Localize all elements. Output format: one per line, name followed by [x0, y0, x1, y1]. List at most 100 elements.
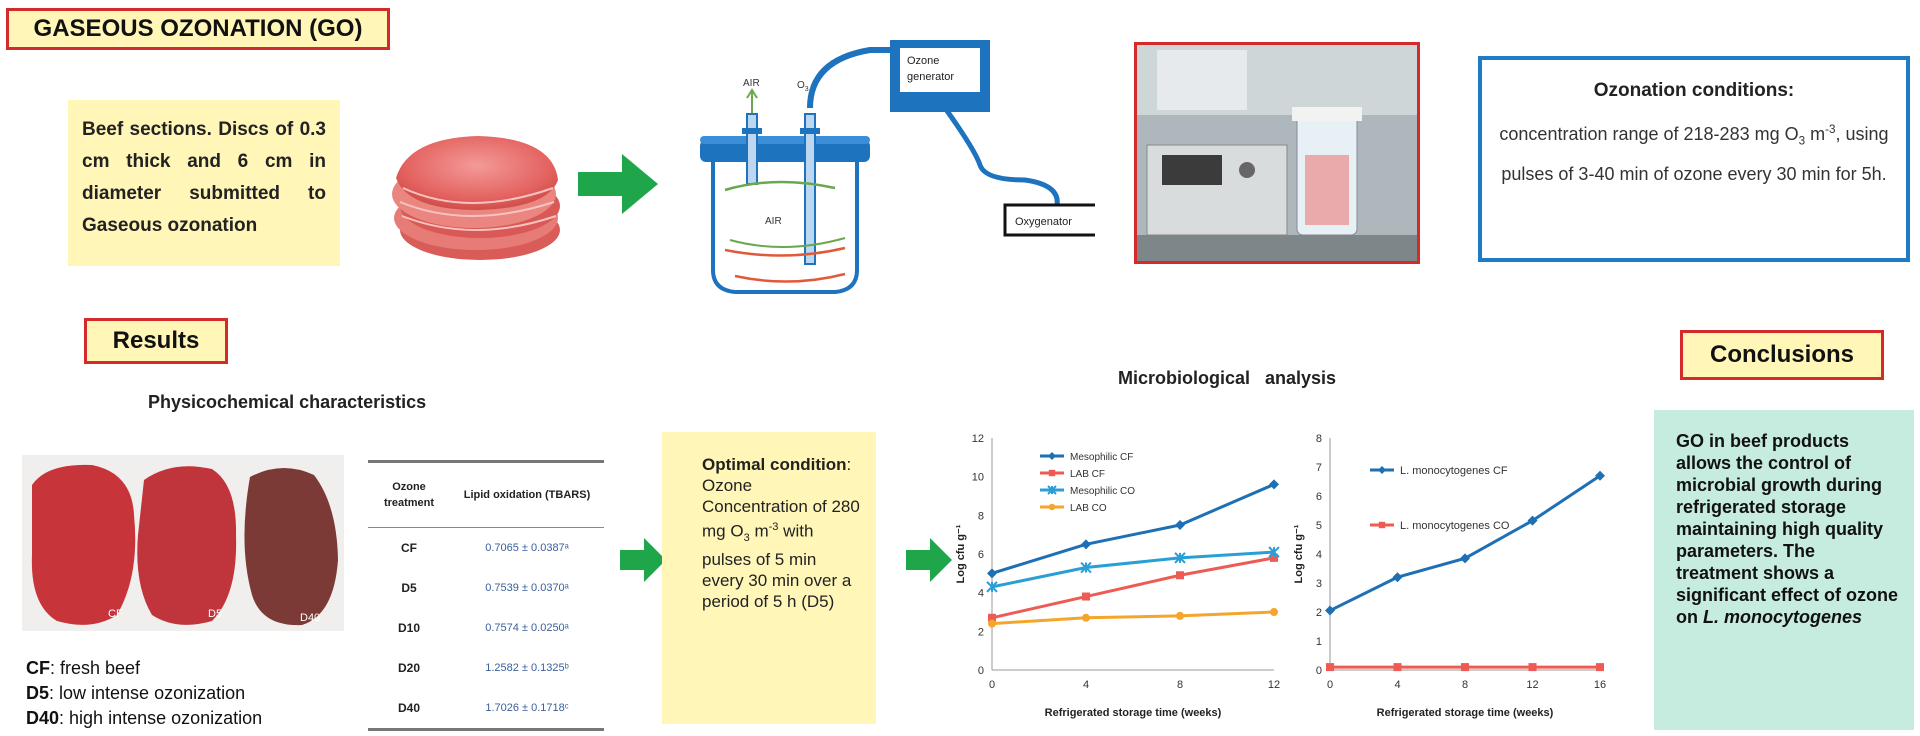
optimal-condition-text: Ozone Concentration of 280 mg O3 m-3 wit…	[702, 476, 860, 612]
data-point	[1048, 452, 1056, 460]
x-tick-label: 8	[1462, 679, 1468, 691]
sample-label-d40: D40	[300, 612, 320, 624]
arrow-right-icon-3	[906, 538, 952, 582]
conclusions-box: GO in beef products allows the control o…	[1654, 410, 1914, 730]
data-point	[1527, 515, 1538, 526]
y-tick-label: 3	[1316, 578, 1322, 590]
data-point	[1595, 470, 1605, 481]
data-point	[1460, 553, 1470, 564]
ozone-generator-label-1: Ozone	[907, 55, 939, 67]
legend-label: Mesophilic CO	[1070, 486, 1135, 497]
y-axis-label: Log cfu g⁻¹	[1293, 524, 1305, 583]
results-label-box: Results	[84, 318, 228, 364]
table-cell-treatment: D40	[397, 701, 420, 715]
ozonation-conditions-text: concentration range of 218-283 mg O3 m-3…	[1499, 123, 1889, 184]
data-point	[1378, 521, 1386, 529]
legend-label: LAB CF	[1070, 469, 1105, 480]
data-point	[1325, 605, 1335, 616]
data-point	[1174, 552, 1186, 564]
data-point	[1326, 663, 1334, 672]
ozone-generator-label-2: generator	[907, 71, 954, 83]
arrow-right-icon-2	[620, 538, 666, 582]
optimal-condition-box: Optimal condition: Ozone Concentration o…	[662, 432, 876, 724]
o3-in-label: O3	[797, 80, 809, 93]
y-tick-label: 6	[978, 549, 984, 561]
y-tick-label: 10	[972, 472, 984, 484]
y-tick-label: 8	[1316, 433, 1322, 445]
results-label: Results	[112, 327, 200, 354]
y-tick-label: 12	[972, 433, 984, 445]
legend-d5: D5: low intense ozonization	[26, 683, 246, 703]
y-tick-label: 0	[1316, 665, 1322, 677]
legend-d40: D40: high intense ozonization	[26, 708, 263, 728]
optimal-condition-heading: Optimal condition:	[702, 455, 852, 474]
ozonation-conditions-heading: Ozonation conditions:	[1593, 80, 1795, 101]
y-tick-label: 4	[1316, 549, 1322, 561]
data-point	[1082, 613, 1090, 622]
data-point	[987, 568, 997, 579]
table-header-lipid: Lipid oxidation (TBARS)	[463, 489, 591, 501]
microbiological-title: Microbiological analysis	[1118, 368, 1337, 388]
table-cell-tbars: 0.7065 ± 0.0387ᵃ	[485, 542, 569, 554]
data-point	[1270, 553, 1278, 562]
y-tick-label: 7	[1316, 462, 1322, 474]
y-tick-label: 6	[1316, 491, 1322, 503]
legend-label: LAB CO	[1070, 503, 1107, 514]
ozonation-conditions-box: Ozonation conditions: concentration rang…	[1478, 56, 1910, 262]
series-line	[991, 550, 1275, 589]
x-tick-label: 12	[1268, 679, 1280, 691]
data-point	[1392, 572, 1403, 583]
series-line	[1329, 474, 1601, 612]
legend-cf: CF: fresh beef	[26, 658, 141, 678]
data-point	[986, 581, 998, 593]
y-tick-label: 2	[1316, 607, 1322, 619]
data-point	[988, 613, 996, 622]
y-tick-label: 8	[978, 510, 984, 522]
lab-photo-illustration	[1137, 45, 1417, 261]
table-cell-treatment: CF	[401, 541, 417, 555]
data-point	[1047, 485, 1057, 495]
data-point	[1461, 663, 1469, 672]
y-tick-label: 1	[1316, 636, 1322, 648]
conclusions-italic: L. monocytogenes	[1703, 607, 1863, 627]
beef-stack-image	[392, 136, 560, 260]
legend-label: L. monocytogenes CF	[1400, 465, 1508, 477]
x-tick-label: 4	[1394, 679, 1400, 691]
x-tick-label: 12	[1526, 679, 1538, 691]
beef-samples-photo: CF D5 D40	[22, 455, 344, 631]
data-point	[1176, 611, 1184, 620]
data-point	[1082, 592, 1090, 601]
series-line	[991, 556, 1275, 620]
conclusions-label: Conclusions	[1709, 341, 1854, 368]
data-point	[1269, 479, 1279, 490]
x-tick-label: 0	[1327, 679, 1333, 691]
page-title: GASEOUS OZONATION (GO)	[33, 15, 363, 42]
oxygenator-label: Oxygenator	[1015, 216, 1072, 228]
table-cell-tbars: 0.7574 ± 0.0250ᵃ	[485, 622, 569, 634]
sample-legend: CF: fresh beef D5: low intense ozonizati…	[26, 656, 262, 731]
data-point	[1596, 663, 1604, 672]
physicochemical-title: Physicochemical characteristics	[148, 392, 427, 412]
x-axis-label: Refrigerated storage time (weeks)	[1045, 707, 1222, 719]
conclusions-label-box: Conclusions	[1680, 330, 1884, 380]
table-row: CF 0.7065 ± 0.0387ᵃ	[368, 528, 604, 568]
data-point	[1175, 520, 1185, 530]
title-box: GASEOUS OZONATION (GO)	[6, 8, 390, 50]
data-point	[1528, 663, 1537, 672]
data-point	[1268, 546, 1280, 558]
air-out-label: AIR	[743, 78, 760, 89]
data-point	[1176, 571, 1184, 580]
lab-setup-photo	[1134, 42, 1420, 264]
beef-description-text: Beef sections. Discs of 0.3 cm thick and…	[82, 119, 326, 236]
legend-label: Mesophilic CF	[1070, 452, 1133, 463]
conclusions-text: GO in beef products allows the control o…	[1676, 431, 1899, 627]
y-tick-label: 0	[978, 665, 984, 677]
y-axis-label: Log cfu g⁻¹	[955, 524, 967, 583]
